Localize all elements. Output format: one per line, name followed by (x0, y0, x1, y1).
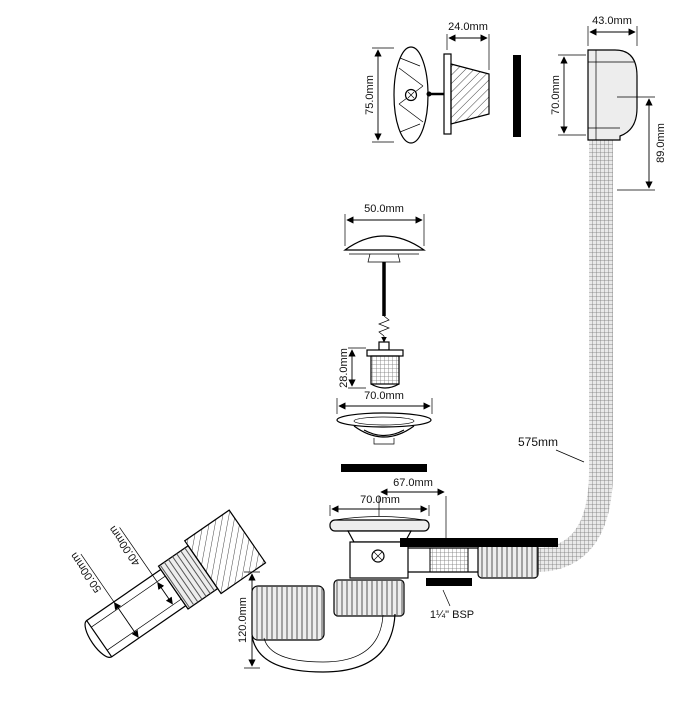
dim-bushing-width: 24.0mm (446, 21, 490, 70)
overflow-bushing (426, 53, 490, 135)
waste-gasket (341, 464, 427, 472)
hose-union-nut (477, 543, 539, 579)
plug-stopper (343, 235, 426, 343)
dim-label-waste-offset: 67.0mm (393, 477, 433, 489)
dim-overflow-height: 70.0mm (550, 54, 586, 136)
trap-bowl-outer (251, 613, 396, 673)
dim-label-hose-length: 575mm (518, 435, 558, 449)
trap-bowl-inner (263, 614, 384, 663)
filter-insert (366, 341, 404, 389)
waste-tee (329, 516, 478, 579)
filter-mesh (370, 355, 400, 385)
flexible-hose (534, 140, 613, 572)
dim-label-outlet-diameter: 50.00mm (68, 550, 104, 595)
dim-hose-drop: 89.0mm (617, 96, 667, 191)
dim-trap-depth: 120.0mm (237, 571, 260, 669)
trap-inlet-nut (333, 579, 405, 617)
dim-label-overflow-height: 70.0mm (550, 75, 562, 115)
overflow-plate-front-view (393, 46, 429, 144)
dim-label-overflow-depth: 43.0mm (592, 15, 632, 27)
dim-label-waste-flange: 70.0mm (360, 494, 400, 506)
thread-gasket (426, 578, 472, 586)
dim-label-trap-depth: 120.0mm (237, 597, 249, 643)
bushing-flange (443, 53, 452, 135)
bath-wall-gasket (513, 55, 521, 137)
elbow-nut (183, 509, 267, 595)
dim-waste-offset: 67.0mm (378, 477, 447, 540)
angled-outlet-assembly: 40.00mm 50.00mm (68, 509, 267, 658)
trap (251, 579, 405, 673)
dim-label-plug-diameter: 50.0mm (364, 203, 404, 215)
dim-filter-height: 28.0mm (338, 347, 366, 389)
dim-plug-diameter: 50.0mm (344, 203, 425, 246)
tee-body (349, 541, 409, 579)
dim-label-plate-diameter: 75.0mm (364, 75, 376, 115)
plug-spring (378, 315, 390, 337)
bushing-body (450, 63, 490, 125)
dim-label-hose-drop: 89.0mm (655, 123, 667, 163)
dim-hose-length: 575mm (518, 435, 585, 463)
dim-overflow-depth: 43.0mm (587, 15, 638, 46)
dim-label-thread-size: 1¼" BSP (430, 609, 474, 621)
dim-waste-flange: 70.0mm (329, 494, 430, 516)
overflow-body (587, 49, 638, 141)
bsp-thread (429, 547, 469, 573)
dim-label-strainer-diameter: 70.0mm (364, 390, 404, 402)
dim-label-outlet-bore: 40.00mm (107, 523, 143, 568)
dim-thread-size: 1¼" BSP (430, 589, 474, 621)
dim-strainer-diameter: 70.0mm (336, 390, 433, 414)
dim-label-filter-height: 28.0mm (338, 348, 350, 388)
bath-floor-panel (400, 538, 558, 547)
waste-flange (329, 519, 430, 532)
dim-label-bushing-width: 24.0mm (448, 21, 488, 33)
dim-plate-diameter: 75.0mm (364, 47, 394, 143)
strainer (336, 412, 432, 445)
trap-left-nut (251, 585, 325, 641)
